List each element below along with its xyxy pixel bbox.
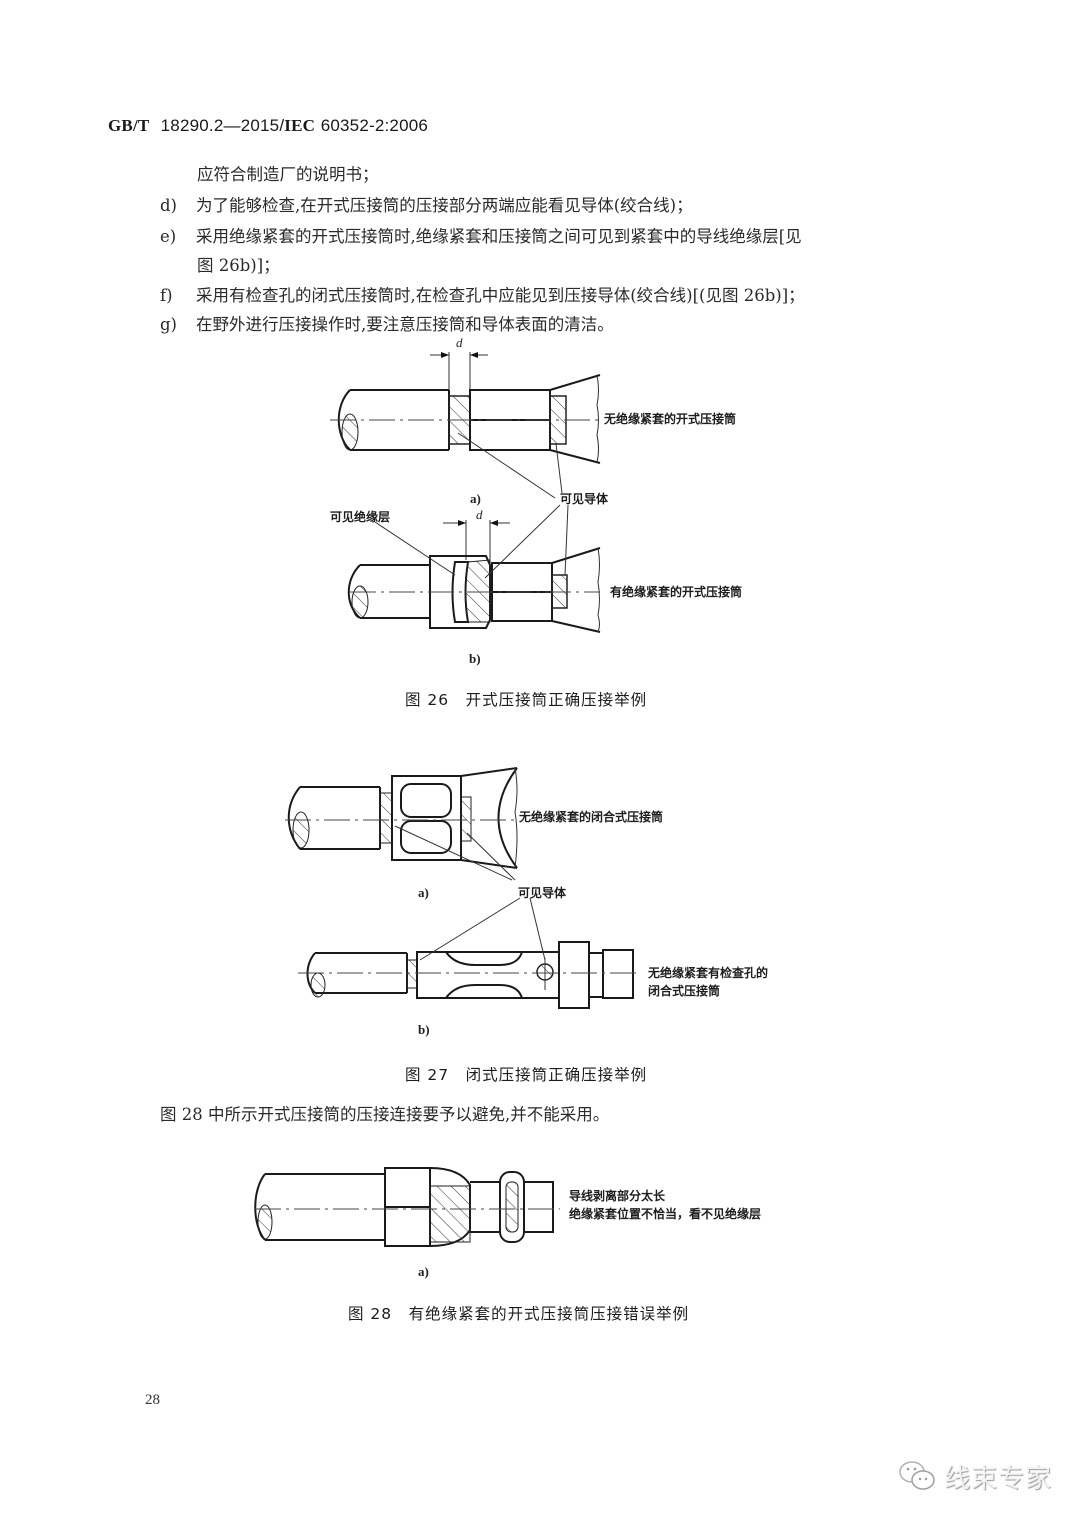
fig28a-callout-line1: 导线剥离部分太长 <box>569 1189 666 1203</box>
fig26b-callout-visible-insulation: 可见绝缘层 <box>330 510 391 524</box>
list-item-g: g) 在野外进行压接操作时,要注意压接筒和导体表面的清洁。 <box>160 310 614 340</box>
fig26b-callout-insulated-barrel: 有绝缘紧套的开式压接筒 <box>610 585 743 599</box>
fig27b-callout-line2: 闭合式压接筒 <box>648 984 721 998</box>
figure-28-caption: 图 28 有绝缘紧套的开式压接筒压接错误举例 <box>348 1305 690 1323</box>
list-item-d: d) 为了能够检查,在开式压接筒的压接部分两端应能看见导体(绞合线)； <box>160 191 693 221</box>
fig26a-callout-visible-conductor: 可见导体 <box>560 492 609 506</box>
list-continuation: 应符合制造厂的说明书； <box>197 165 379 184</box>
fig28a-callout-line2: 绝缘紧套位置不恰当，看不见绝缘层 <box>569 1207 762 1221</box>
list-item-e: e) 采用绝缘紧套的开式压接筒时,绝缘紧套和压接筒之间可见到紧套中的导线绝缘层[见 <box>160 222 802 252</box>
figure-26a-crimp-barrel <box>330 352 601 499</box>
figure-26b-crimp-barrel <box>347 504 601 633</box>
list-marker: f) <box>160 286 173 305</box>
fig26a-sublabel: a) <box>470 491 481 506</box>
list-marker: d) <box>160 196 177 215</box>
figure-27a-closed-barrel <box>285 767 518 881</box>
figure-26-caption: 图 26 开式压接筒正确压接举例 <box>405 691 648 709</box>
fig26b-sublabel: b) <box>469 651 481 666</box>
iec-number: 60352-2:2006 <box>320 116 429 135</box>
figure-27b-inspection-hole-barrel <box>298 897 640 1009</box>
fig26b-dimension-d: d <box>476 507 483 522</box>
list-text: 采用有检查孔的闭式压接筒时,在检查孔中应能见到压接导体(绞合线)[(见图 26b… <box>196 286 805 305</box>
figure-28a-incorrect-crimp <box>254 1167 560 1247</box>
figure-27-caption: 图 27 闭式压接筒正确压接举例 <box>405 1066 648 1084</box>
fig28a-sublabel: a) <box>418 1264 429 1279</box>
document-header: GB/T 18290.2—2015/IEC 60352-2:2006 <box>108 116 428 136</box>
list-item-f: f) 采用有检查孔的闭式压接筒时,在检查孔中应能见到压接导体(绞合线)[(见图 2… <box>160 281 805 311</box>
fig27a-callout-closed-barrel: 无绝缘紧套的闭合式压接筒 <box>519 810 664 824</box>
standard-number: 18290.2—2015/ <box>160 116 285 135</box>
list-text: 在野外进行压接操作时,要注意压接筒和导体表面的清洁。 <box>196 315 614 334</box>
standard-prefix: GB/T <box>108 116 150 135</box>
fig27a-sublabel: a) <box>418 885 429 900</box>
fig26a-callout-open-barrel: 无绝缘紧套的开式压接筒 <box>604 412 737 426</box>
list-text: 采用绝缘紧套的开式压接筒时,绝缘紧套和压接筒之间可见到紧套中的导线绝缘层[见 <box>196 227 802 246</box>
fig27b-sublabel: b) <box>418 1022 430 1037</box>
wechat-icon <box>899 1460 935 1490</box>
list-marker: g) <box>160 315 177 334</box>
list-marker: e) <box>160 227 177 246</box>
fig27a-callout-visible-conductor: 可见导体 <box>518 886 567 900</box>
iec-prefix: IEC <box>284 116 316 135</box>
watermark: 线束专家 <box>898 1458 1052 1495</box>
fig27b-callout-line1: 无绝缘紧套有检查孔的 <box>648 966 769 980</box>
list-text: 为了能够检查,在开式压接筒的压接部分两端应能看见导体(绞合线)； <box>196 196 693 215</box>
watermark-text: 线束专家 <box>944 1464 1053 1494</box>
fig26a-dimension-d: d <box>456 335 463 350</box>
page-number: 28 <box>145 1392 160 1408</box>
paragraph-fig28-intro: 图 28 中所示开式压接筒的压接连接要予以避免,并不能采用。 <box>160 1105 610 1124</box>
list-item-e-continuation: 图 26b)]； <box>197 256 280 275</box>
